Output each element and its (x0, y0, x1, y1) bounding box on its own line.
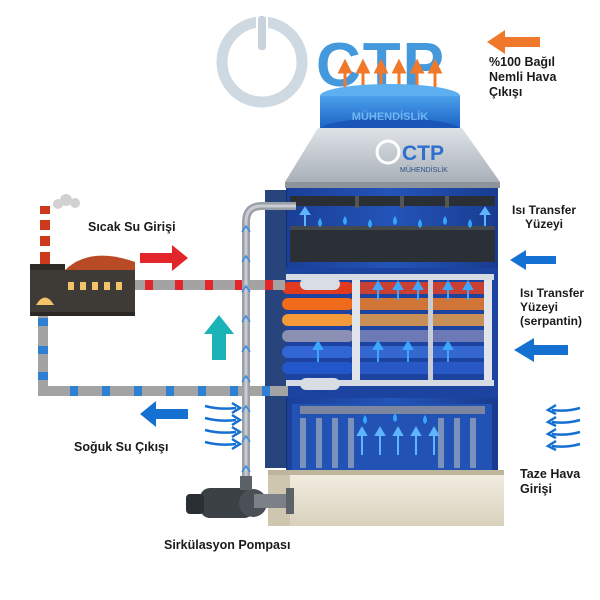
heat-transfer-coil-line-3: (serpantin) (520, 314, 583, 329)
fresh-air-in-line-1: Taze Hava (520, 467, 581, 481)
fresh-air-in-arrows-right (545, 403, 581, 452)
fan-watermark: MÜHENDİSLİK (352, 110, 428, 123)
heat-transfer-coil-line-2: Yüzeyi (520, 300, 559, 315)
cap-logo-icon (375, 139, 401, 165)
heat-transfer-surface-line-1: Isı Transfer (512, 203, 577, 217)
coil-bundle (282, 268, 498, 398)
coil-pointer-arrow (514, 338, 568, 362)
top-outlet-line-3: Çıkışı (489, 84, 523, 99)
top-outlet-line-2: Nemli Hava (489, 69, 557, 84)
top-outlet-label: %100 Bağıl Nemli Hava Çıkışı (489, 55, 556, 99)
fill-media (292, 404, 492, 474)
heat-transfer-surface-line-2: Yüzeyi (525, 217, 564, 232)
hot-water-in-label: Sıcak Su Girişi (88, 220, 176, 234)
cold-water-out-label: Soğuk Su Çıkışı (74, 440, 169, 454)
surface-pointer-arrow (510, 250, 556, 270)
cold-water-out-arrow (140, 401, 188, 427)
fresh-air-in-label: Taze Hava Girişi (520, 467, 580, 497)
upper-water-flow-arrows (299, 206, 491, 226)
heat-transfer-coil-label: Isı Transfer Yüzeyi (serpantin) (520, 286, 584, 328)
drift-eliminator (290, 226, 495, 262)
factory-icon (30, 194, 135, 316)
teal-up-arrow (204, 315, 234, 360)
fill-air-flow-arrows (356, 425, 440, 455)
fill-droplets (363, 413, 427, 424)
hot-water-pipe (135, 280, 285, 290)
hot-water-in-arrow (140, 245, 188, 271)
fresh-air-in-arrows-left (204, 401, 243, 451)
circulation-riser-pipe (241, 202, 296, 480)
outlet-pointer-arrow (487, 30, 540, 54)
heat-transfer-coil-line-1: Isı Transfer (520, 286, 585, 300)
top-outlet-line-1: %100 Bağıl (489, 55, 556, 69)
water-droplets (318, 216, 472, 228)
cap-logo-text: CTP (402, 142, 444, 165)
heat-transfer-surface-label: Isı Transfer Yüzeyi (512, 203, 576, 231)
cap-logo-sub: MÜHENDİSLİK (400, 165, 448, 174)
fresh-air-in-line-2: Girişi (520, 481, 552, 496)
circulation-pump-label: Sirkülasyon Pompası (164, 538, 291, 552)
cold-water-pipe (38, 292, 288, 396)
coil-air-flow-arrows (312, 279, 474, 362)
circulation-pump (186, 476, 294, 518)
water-basin (268, 470, 504, 526)
tower-cap: CTP MÜHENDİSLİK (285, 128, 500, 188)
